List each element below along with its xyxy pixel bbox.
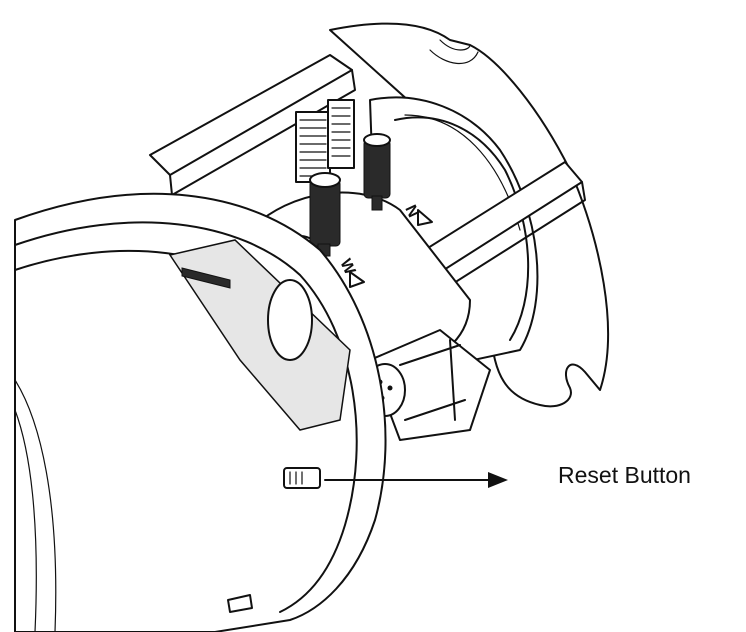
callout-arrow	[324, 472, 508, 488]
zoom-knob[interactable]	[363, 133, 391, 211]
inner-bracket	[168, 239, 351, 431]
tension-spring	[295, 99, 355, 183]
bottom-tab	[227, 594, 253, 613]
reset-button-label: Reset Button	[558, 462, 691, 488]
focus-knob[interactable]	[309, 172, 341, 257]
w-arrow-icon	[349, 271, 365, 288]
n-arrow-icon	[417, 209, 433, 226]
